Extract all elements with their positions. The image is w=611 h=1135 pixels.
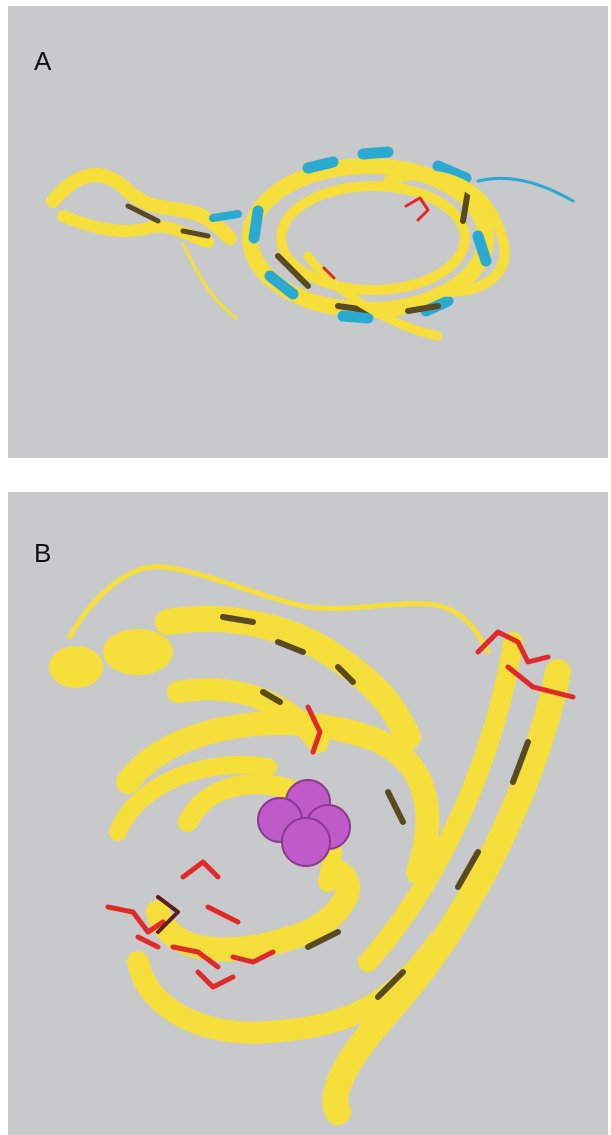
side-chain (324, 198, 428, 278)
ribbon-tail (478, 178, 573, 201)
ribbon-barrel-inner (281, 186, 465, 290)
ribbon-strand (63, 216, 208, 242)
ribbon-helix (104, 630, 172, 674)
panel-a: A (8, 6, 608, 458)
ribbon-helix (50, 647, 102, 687)
protein-ribbon-b (8, 492, 608, 1135)
protein-ribbon-a (8, 6, 608, 458)
ribbon-accent (213, 214, 238, 218)
ribbon-loop (183, 244, 236, 318)
panel-b: B (8, 492, 608, 1135)
ligand-atom (282, 818, 330, 866)
